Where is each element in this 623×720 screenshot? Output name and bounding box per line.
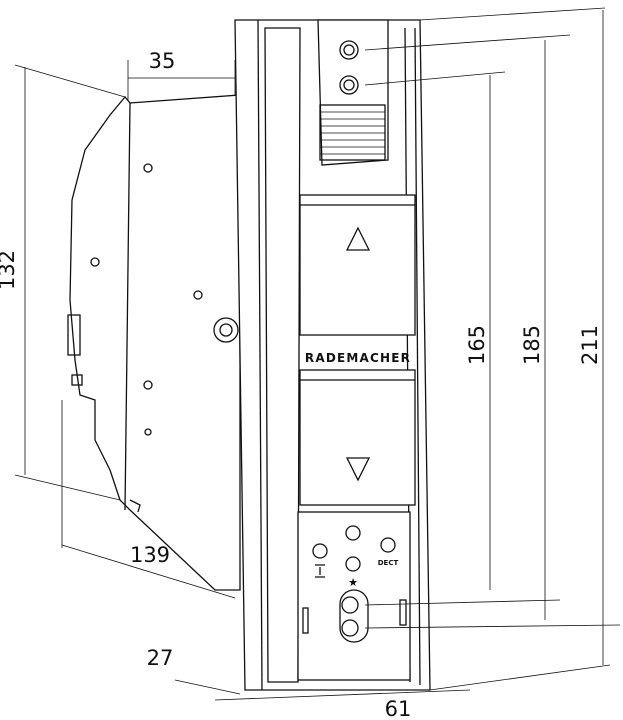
- dect-label: DECT: [378, 559, 399, 567]
- dim-61: 61: [385, 697, 412, 720]
- sensor-icon: [339, 40, 359, 60]
- dim-165: 165: [465, 325, 489, 365]
- sensor-icon: [339, 75, 359, 95]
- button-icon: [345, 525, 361, 541]
- dim-185: 185: [520, 325, 544, 365]
- triangle-down-icon: [345, 457, 371, 482]
- up-button[interactable]: [299, 194, 416, 336]
- dect-button[interactable]: [380, 537, 396, 553]
- dim-27: 27: [147, 646, 174, 670]
- brand-logo: RADEMACHER: [305, 351, 411, 365]
- limit-button[interactable]: [312, 543, 328, 559]
- triangle-up-icon: [345, 226, 371, 251]
- front-panel: RADEMACHER DECT ★: [234, 19, 431, 691]
- bottom-panel: DECT ★: [297, 511, 411, 681]
- star-icon: ★: [348, 576, 358, 589]
- dim-139: 139: [130, 543, 170, 567]
- winding-roller: [319, 104, 386, 161]
- down-button[interactable]: [299, 369, 416, 506]
- side-housing: [67, 94, 241, 591]
- connector-slot: [339, 589, 369, 643]
- star-button[interactable]: [345, 556, 361, 572]
- dimension-lines: [14, 7, 621, 701]
- dim-35: 35: [149, 49, 176, 73]
- dim-132: 132: [0, 250, 19, 290]
- dim-211: 211: [578, 325, 602, 365]
